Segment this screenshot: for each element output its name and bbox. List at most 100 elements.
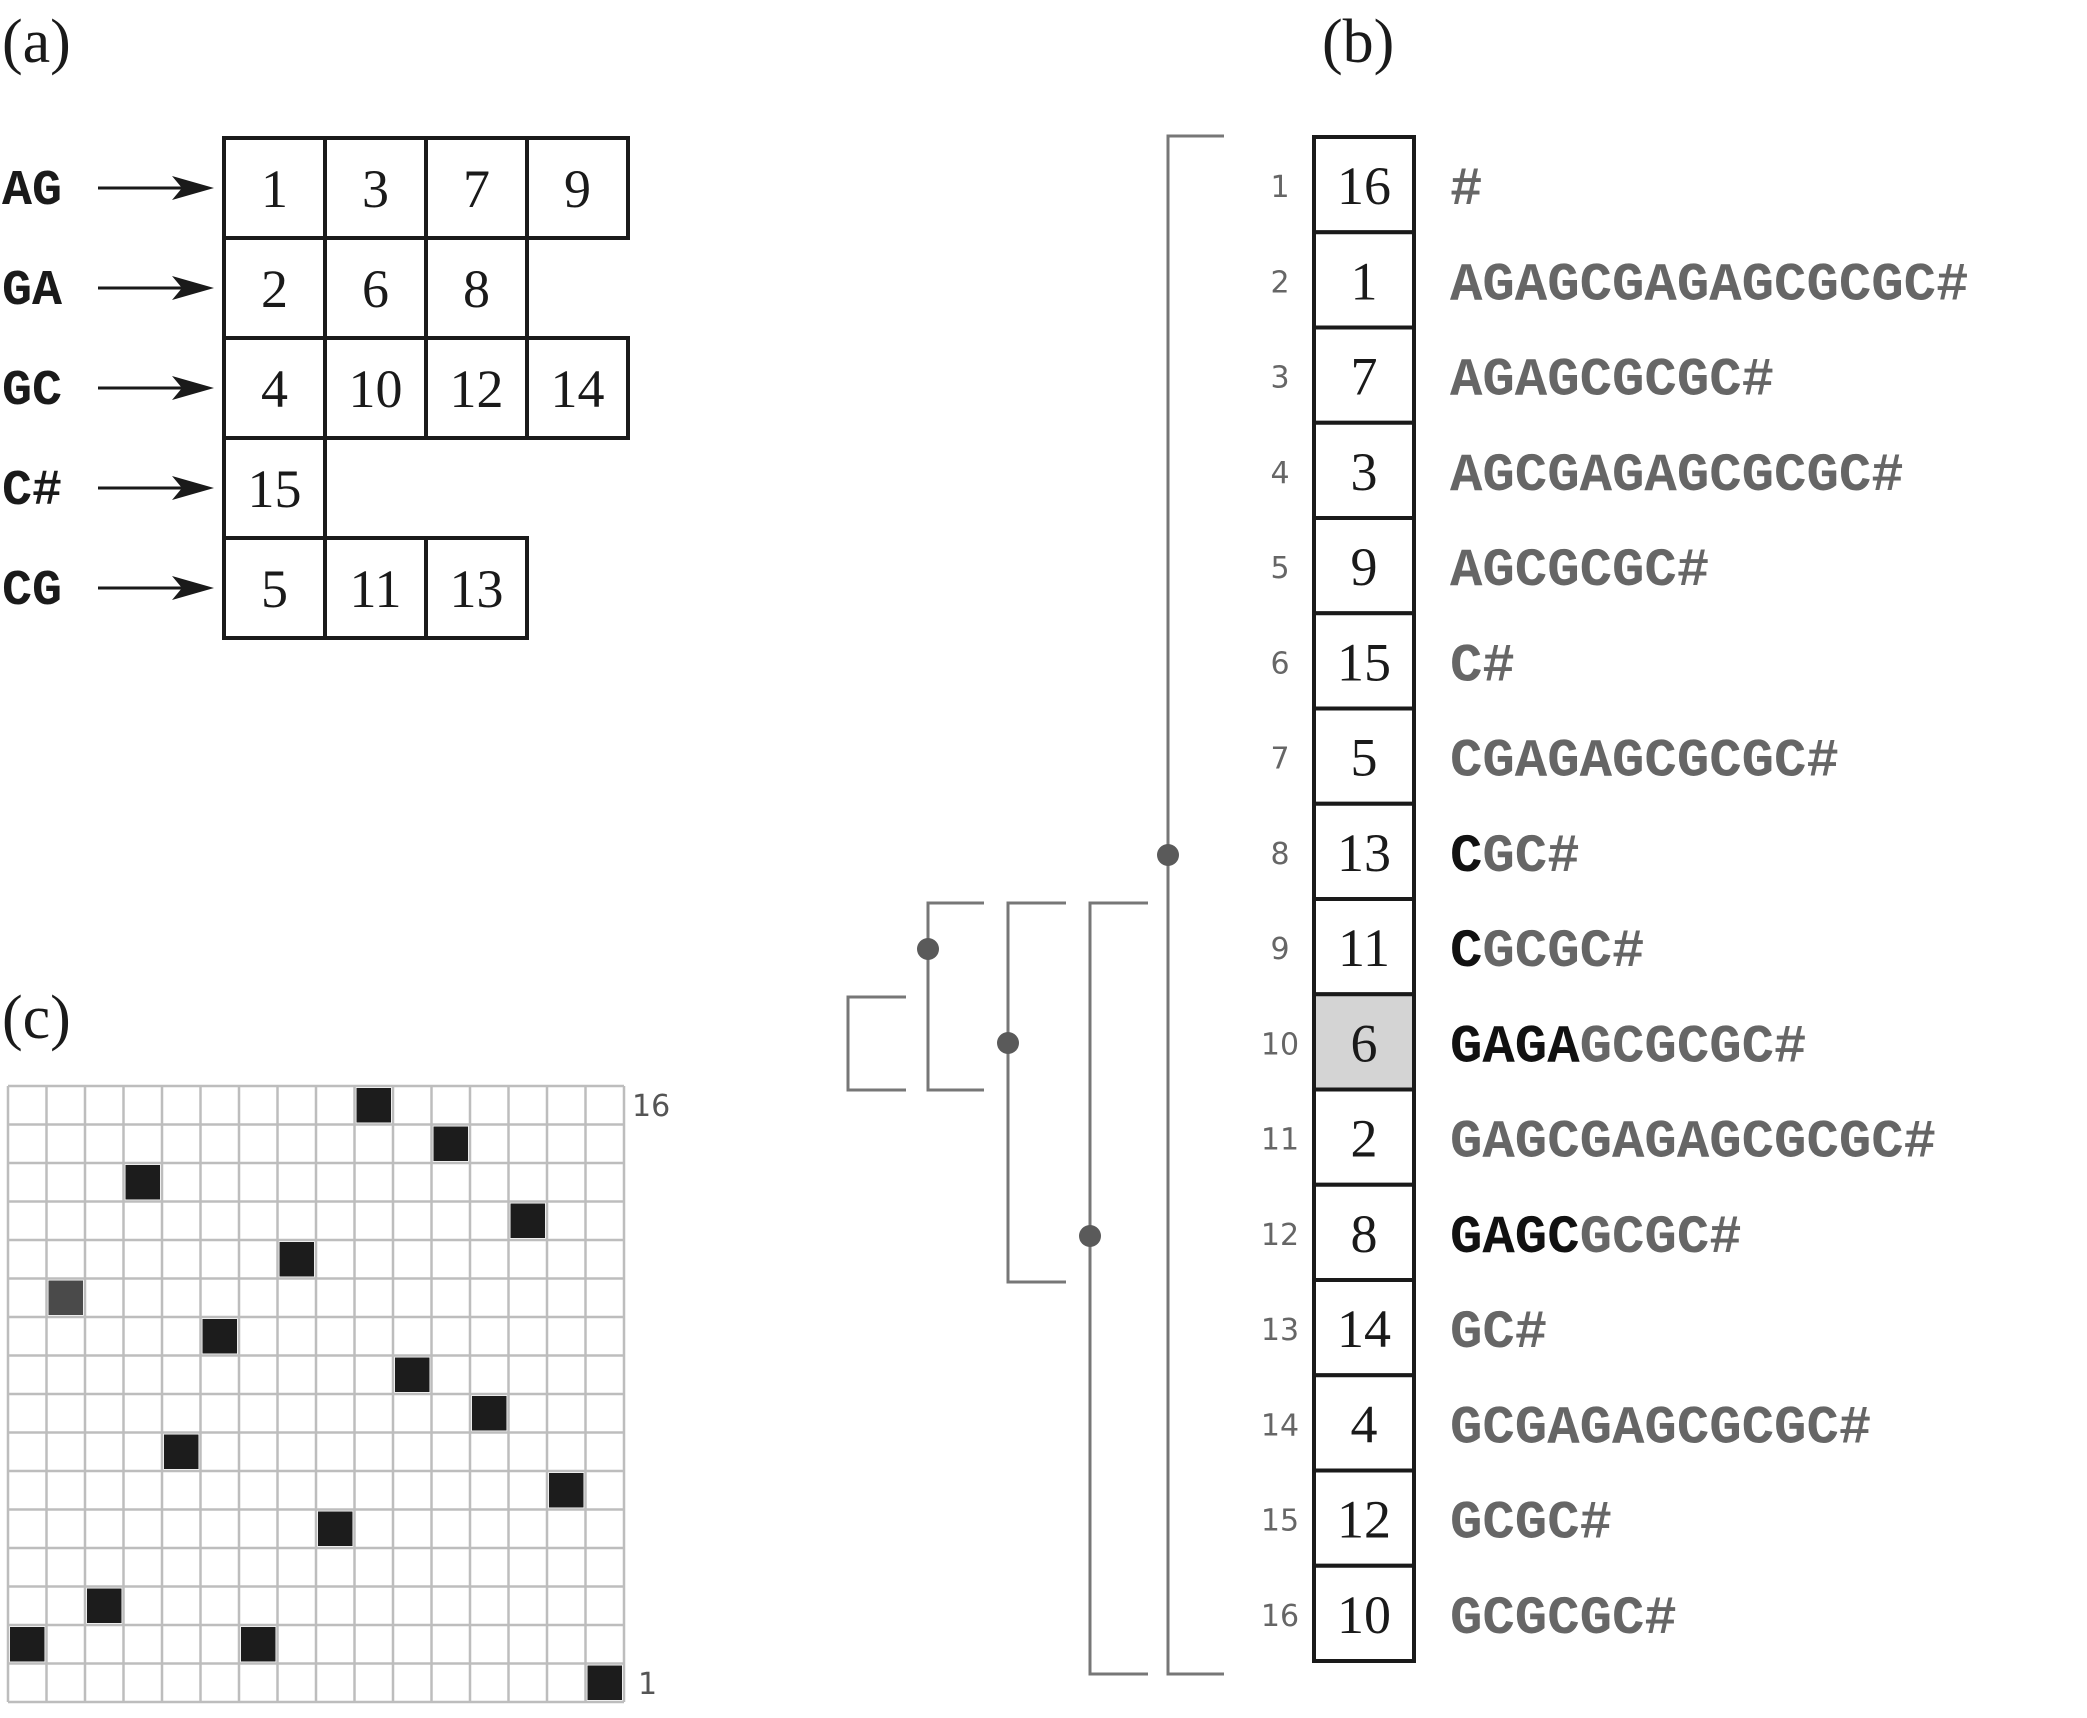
- suffix-text: #: [1450, 160, 1482, 221]
- suffix-text: GAGCGCGC#: [1450, 1208, 1742, 1269]
- suffix-array-cell: [1312, 325, 1416, 425]
- suffix-array-cell: [1312, 1468, 1416, 1568]
- row-index: 16: [1261, 1599, 1299, 1634]
- lcp-bracket: [926, 901, 984, 1092]
- suffix-remainder: GCGC#: [1580, 1208, 1742, 1269]
- lcp-node: [997, 1032, 1019, 1054]
- suffix-array-value: 4: [1351, 1394, 1378, 1454]
- suffix-remainder: GCGAGAGCGCGC#: [1450, 1398, 1871, 1459]
- row-index: 13: [1261, 1313, 1299, 1348]
- arrow-head-icon: [172, 476, 214, 500]
- suffix-text: GCGCGC#: [1450, 1589, 1677, 1650]
- bucket-key-label: GA: [2, 263, 62, 320]
- bucket-cell: [424, 336, 529, 440]
- bucket-key-label: CG: [2, 563, 62, 620]
- grid-mark: [549, 1473, 584, 1508]
- suffix-row: 14 4 GCGAGAGCGCGC#: [1261, 1373, 1871, 1473]
- bucket-cell-value: 8: [463, 259, 490, 319]
- suffix-array-cell: [1312, 611, 1416, 711]
- bucket-row-GA: GA 2 6 8: [2, 236, 529, 340]
- lcp-bracket: [1088, 901, 1148, 1676]
- suffix-array-value: 3: [1351, 442, 1378, 502]
- bucket-key-label: C#: [2, 463, 62, 520]
- suffix-text: GAGCGAGAGCGCGC#: [1450, 1113, 1936, 1174]
- suffix-text: GAGAGCGCGC#: [1450, 1017, 1806, 1078]
- row-index: 2: [1270, 265, 1289, 300]
- suffix-remainder: GAGCGAGAGCGCGC#: [1450, 1113, 1936, 1174]
- bucket-cell: [323, 236, 428, 340]
- suffix-array-value: 5: [1351, 728, 1378, 788]
- suffix-text: CGAGAGCGCGC#: [1450, 732, 1839, 793]
- grid-mark: [356, 1088, 391, 1123]
- suffix-remainder: AGAGCGCGC#: [1450, 351, 1774, 412]
- grid-mark: [433, 1126, 468, 1161]
- suffix-text: AGCGAGAGCGCGC#: [1450, 446, 1904, 507]
- suffix-array-value: 9: [1351, 537, 1378, 597]
- bucket-cell: [525, 136, 630, 240]
- suffix-array-cell-highlighted: [1312, 992, 1416, 1092]
- panel-label-a: (a): [2, 8, 71, 76]
- suffix-remainder: #: [1450, 160, 1482, 221]
- suffix-row: 16 10 GCGCGC#: [1261, 1563, 1677, 1663]
- bucket-cell-value: 10: [349, 359, 403, 419]
- suffix-remainder: GC#: [1450, 1303, 1547, 1364]
- bucket-cell-value: 2: [261, 259, 288, 319]
- suffix-match-prefix: C: [1450, 922, 1482, 983]
- suffix-match-prefix: GAGC: [1450, 1208, 1580, 1269]
- suffix-text: AGAGCGAGAGCGCGC#: [1450, 255, 1968, 316]
- suffix-array-value: 10: [1337, 1585, 1391, 1645]
- bucket-cell: [323, 336, 428, 440]
- row-index: 8: [1270, 837, 1289, 872]
- bucket-cell-value: 6: [362, 259, 389, 319]
- suffix-array-value: 2: [1351, 1109, 1378, 1169]
- arrow-head-icon: [172, 576, 214, 600]
- suffix-remainder: GCGC#: [1482, 922, 1644, 983]
- grid-mark: [318, 1511, 353, 1546]
- arrow-head-icon: [172, 376, 214, 400]
- bucket-key-label: AG: [2, 163, 62, 220]
- suffix-array-cell: [1312, 897, 1416, 997]
- row-index: 9: [1270, 932, 1289, 967]
- grid-mark: [472, 1396, 507, 1431]
- grid-mark: [279, 1242, 314, 1277]
- suffix-text: GCGAGAGCGCGC#: [1450, 1398, 1871, 1459]
- grid-mark: [510, 1203, 545, 1238]
- grid-mark: [164, 1434, 199, 1469]
- suffix-array-value: 16: [1337, 156, 1391, 216]
- y-axis-min-label: 1: [638, 1667, 657, 1702]
- bucket-cell-value: 13: [450, 559, 504, 619]
- suffix-array-cell: [1312, 516, 1416, 616]
- panel-label-c: (c): [2, 984, 71, 1052]
- row-index: 4: [1270, 456, 1289, 491]
- grid-mark: [125, 1165, 160, 1200]
- panel-b-lcp-tree: [846, 134, 1224, 1676]
- bucket-cell: [323, 536, 428, 640]
- suffix-row: 4 3 AGCGAGAGCGCGC#: [1270, 420, 1904, 520]
- bucket-cell-value: 5: [261, 559, 288, 619]
- suffix-text: C#: [1450, 636, 1515, 697]
- suffix-array-value: 6: [1351, 1013, 1378, 1073]
- grid-mark: [587, 1665, 622, 1700]
- suffix-array-cell: [1312, 1373, 1416, 1473]
- bucket-cell-value: 14: [551, 359, 605, 419]
- bucket-cell-value: 12: [450, 359, 504, 419]
- panel-c-permutation-grid: 116116: [6, 1084, 670, 1704]
- row-index: 6: [1270, 646, 1289, 681]
- row-index: 14: [1261, 1408, 1299, 1443]
- suffix-array-value: 7: [1351, 347, 1378, 407]
- suffix-text: AGCGCGC#: [1450, 541, 1709, 602]
